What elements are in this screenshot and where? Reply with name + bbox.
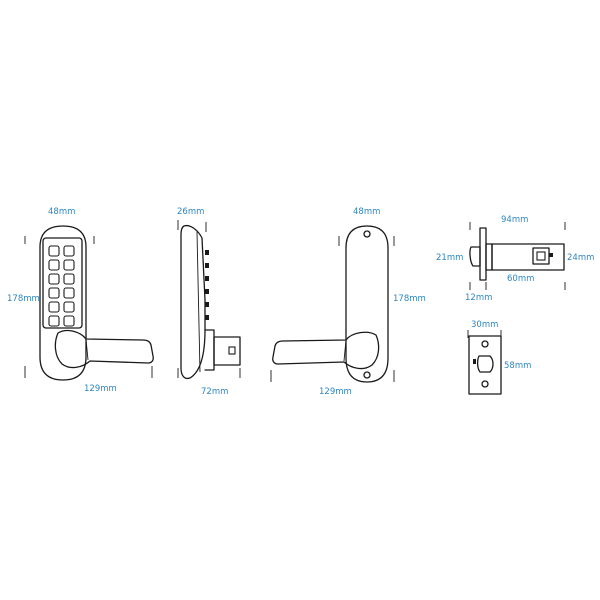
latch-follower-inner [536,251,546,261]
keypad-button [63,315,75,327]
strike-latch-tab [473,359,476,364]
strike-plate-outline [468,335,502,395]
front-body-plate [39,225,87,381]
front-width-label: 48mm [48,207,75,217]
latch-left-height-label: 21mm [436,253,463,263]
rear-view [270,225,395,383]
side-button-stub [205,315,209,320]
front-lever-handle [54,329,154,369]
latch-bolt [469,246,481,267]
rear-screw-hole-bottom [363,371,371,379]
side-button-stub [205,289,209,294]
keypad-button [63,245,75,257]
keypad-button [48,301,60,313]
keypad-button [63,287,75,299]
strike-latch-opening [476,355,494,373]
keypad-button [63,259,75,271]
latch-follower-marker [549,253,553,257]
side-view [177,220,241,380]
latch-length-label: 94mm [501,215,528,225]
side-lever-slot [228,346,236,355]
rear-width-label: 48mm [353,207,380,217]
latch-right-height-label: 24mm [567,253,594,263]
front-lever-edge [85,338,89,361]
rear-height-label: 178mm [393,294,426,304]
rear-screw-hole-top [363,230,371,238]
strike-width-label: 30mm [471,320,498,330]
side-button-stub [205,250,209,255]
side-button-stub [205,276,209,281]
front-view [24,225,154,381]
latch-case [491,243,565,271]
side-button-stubs [205,250,209,320]
side-lever-stub [204,329,215,371]
keypad-button [48,245,60,257]
rear-body-plate [345,225,389,383]
side-button-stub [205,263,209,268]
strike-screw-hole-bottom [481,380,489,388]
side-profile-inner-edge [196,231,201,373]
keypad-recess [42,237,83,329]
keypad-buttons [48,245,75,327]
latch-forend-plate [479,227,487,281]
keypad-button [48,259,60,271]
strike-plate-view [467,330,502,395]
keypad-button [63,273,75,285]
strike-height-label: 58mm [504,361,531,371]
keypad-button [48,315,60,327]
side-projection-label: 72mm [201,387,228,397]
latch-neck [485,243,493,271]
rear-lever-label: 129mm [319,387,352,397]
side-profile-body [180,224,206,380]
keypad-button [48,273,60,285]
front-height-label: 178mm [7,294,40,304]
rear-lever-handle [272,331,380,370]
keypad-button [63,301,75,313]
side-lever-end [213,336,241,366]
side-depth-label: 26mm [177,207,204,217]
rear-lever-edge [343,339,347,362]
keypad-button [48,287,60,299]
strike-screw-hole-top [481,340,489,348]
latch-backset-label: 60mm [507,274,534,284]
side-button-stub [205,302,209,307]
front-lever-label: 129mm [84,384,117,394]
latch-thickness-label: 12mm [465,293,492,303]
latch-view [469,222,566,290]
